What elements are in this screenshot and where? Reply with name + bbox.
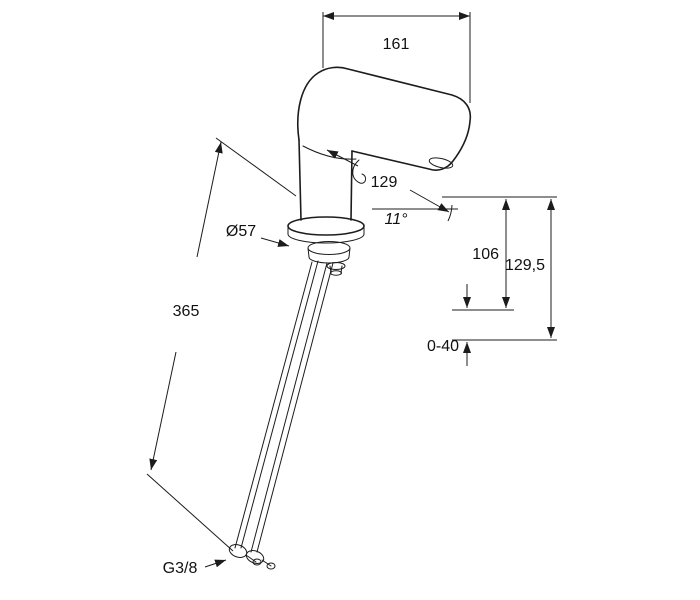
dimension-base-diameter: Ø57 [226,223,290,247]
dim-label-diameter: Ø57 [226,223,256,240]
dim-label-angle: 11° [384,211,408,228]
base-flange [287,216,365,236]
nut-bottom-arc [308,256,350,264]
connector-stud-end-2 [266,562,276,570]
dimension-thread-size: G3/8 [163,559,227,577]
dim-label-129: 129 [371,174,398,191]
dim-label-g38: G3/8 [163,560,198,577]
hose-connector-1 [228,544,248,558]
connector-stud-end-1 [252,558,262,566]
nut-side-left [307,247,310,258]
flange-bottom-arc [287,233,365,244]
nut-side-right [348,247,351,258]
body-left-edge [298,139,302,221]
dimension-top-width: 161 [322,12,471,103]
dim-label-129-5: 129,5 [505,257,545,274]
aerator-outlet [428,157,454,169]
dimension-spout-angle: 11° [372,204,458,228]
hose-2-left [250,262,328,553]
faucet-drawing [228,66,472,570]
shank-end [330,270,342,276]
angle-arc [447,204,453,222]
ext-line [146,473,234,552]
body-right-edge [350,150,353,221]
dim-line [196,141,223,258]
dim-label-0-40: 0-40 [427,338,459,355]
leader-line [260,237,290,247]
dim-line [149,351,177,471]
dimension-spout-projection: 129 [326,149,450,213]
connector-stud-2 [261,559,272,567]
spout-outline [297,66,472,171]
leader-line [204,559,227,568]
hose-connector-2 [245,550,265,564]
connector-stud-1 [245,554,257,563]
design-curve [352,159,367,184]
dim-label-161: 161 [383,36,410,53]
hose-1-left [234,261,313,549]
dimension-aerator-height: 106 [442,196,557,311]
hose-2-right [256,262,334,553]
dimension-total-height: 129,5 [452,199,557,341]
dim-line [326,149,359,167]
ext-line [215,137,297,197]
dim-label-365: 365 [173,303,200,320]
spout-inner-line [302,145,357,160]
dim-line [409,189,450,213]
dim-label-106: 106 [472,246,499,263]
hose-1-right [240,260,319,549]
dimension-mounting-depth: 0-40 [427,284,471,366]
dimension-hose-length: 365 [146,137,297,552]
shank-fitting [326,262,346,270]
